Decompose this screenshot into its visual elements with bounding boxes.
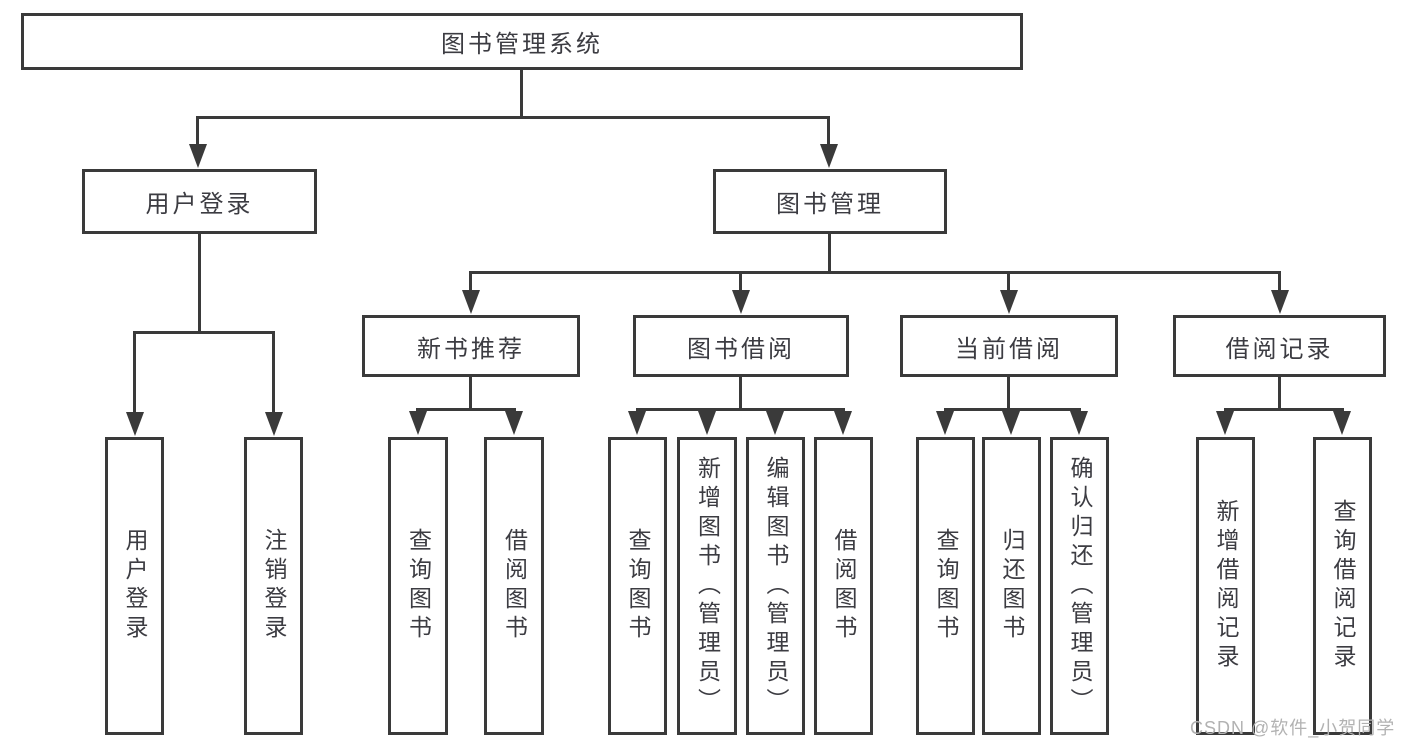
arrowhead bbox=[1216, 411, 1234, 435]
leaf-query-books: 查询图书 bbox=[916, 437, 975, 735]
connector-line bbox=[133, 331, 136, 414]
arrowhead bbox=[409, 411, 427, 435]
csdn-watermark: CSDN @软件_小贺同学 bbox=[1190, 718, 1396, 738]
node-borrowing-records: 借阅记录 bbox=[1173, 315, 1386, 377]
arrowhead bbox=[732, 290, 750, 314]
arrowhead bbox=[1070, 411, 1088, 435]
connector-line bbox=[739, 271, 742, 293]
arrowhead bbox=[834, 411, 852, 435]
arrowhead bbox=[820, 144, 838, 168]
connector-line bbox=[827, 116, 830, 148]
node-book-management: 图书管理 bbox=[713, 169, 947, 234]
connector-line bbox=[1278, 377, 1281, 411]
arrowhead bbox=[462, 290, 480, 314]
connector-line bbox=[1007, 271, 1010, 293]
arrowhead bbox=[189, 144, 207, 168]
arrowhead bbox=[1002, 411, 1020, 435]
leaf-add-borrow-record: 新增借阅记录 bbox=[1196, 437, 1255, 735]
leaf-query-books: 查询图书 bbox=[608, 437, 667, 735]
connector-line bbox=[1278, 271, 1281, 293]
arrowhead bbox=[698, 411, 716, 435]
leaf-logout: 注销登录 bbox=[244, 437, 303, 735]
leaf-borrow-books: 借阅图书 bbox=[814, 437, 873, 735]
connector-line bbox=[469, 377, 472, 411]
connector-line bbox=[636, 408, 845, 411]
arrowhead bbox=[1271, 290, 1289, 314]
arrowhead bbox=[505, 411, 523, 435]
connector-line bbox=[196, 116, 830, 119]
arrowhead bbox=[628, 411, 646, 435]
arrowhead bbox=[126, 412, 144, 436]
node-new-book-recommend: 新书推荐 bbox=[362, 315, 580, 377]
connector-line bbox=[198, 234, 201, 334]
connector-line bbox=[739, 377, 742, 411]
leaf-borrow-books: 借阅图书 bbox=[484, 437, 544, 735]
connector-line bbox=[469, 271, 472, 293]
connector-line bbox=[469, 271, 1281, 274]
leaf-return-books: 归还图书 bbox=[982, 437, 1041, 735]
connector-line bbox=[416, 408, 516, 411]
arrowhead bbox=[766, 411, 784, 435]
arrowhead bbox=[1000, 290, 1018, 314]
arrowhead bbox=[1333, 411, 1351, 435]
connector-line bbox=[196, 116, 199, 148]
node-book-borrowing: 图书借阅 bbox=[633, 315, 849, 377]
connector-line bbox=[828, 234, 831, 274]
node-root: 图书管理系统 bbox=[21, 13, 1023, 70]
leaf-confirm-return-admin: 确认归还（管理员） bbox=[1050, 437, 1109, 735]
connector-line bbox=[520, 70, 523, 118]
connector-line bbox=[1224, 408, 1344, 411]
connector-line bbox=[1007, 377, 1010, 411]
leaf-add-books-admin: 新增图书（管理员） bbox=[677, 437, 737, 735]
leaf-query-books: 查询图书 bbox=[388, 437, 448, 735]
node-user-login: 用户登录 bbox=[82, 169, 317, 234]
connector-line bbox=[272, 331, 275, 414]
node-current-borrowing: 当前借阅 bbox=[900, 315, 1118, 377]
leaf-query-borrow-record: 查询借阅记录 bbox=[1313, 437, 1372, 735]
leaf-user-login: 用户登录 bbox=[105, 437, 164, 735]
connector-line bbox=[133, 331, 275, 334]
connector-line bbox=[944, 408, 1081, 411]
arrowhead bbox=[265, 412, 283, 436]
leaf-edit-books-admin: 编辑图书（管理员） bbox=[746, 437, 805, 735]
arrowhead bbox=[936, 411, 954, 435]
